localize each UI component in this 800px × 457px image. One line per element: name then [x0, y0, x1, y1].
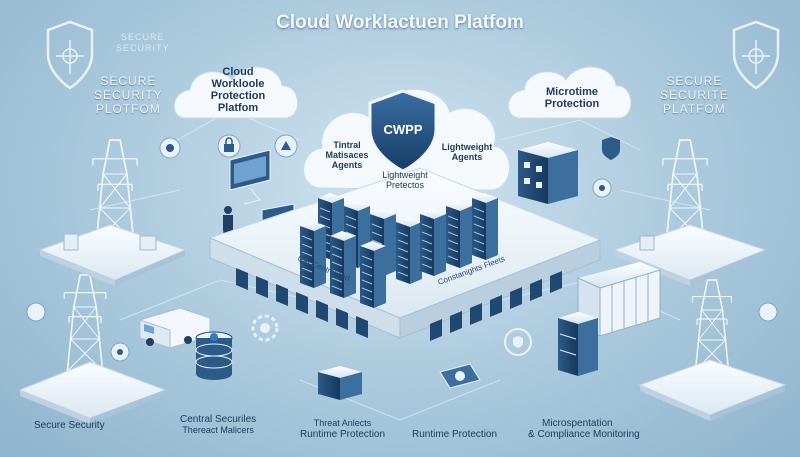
truck-icon: [139, 307, 211, 349]
center-cloud-left-line: Tintral: [333, 140, 361, 150]
center-cloud-left-label: Tintral Matisaces Agents: [318, 140, 376, 170]
right-cloud: [508, 66, 632, 119]
center-cloud-right-label: Lightweight Agents: [432, 142, 502, 162]
server-rack: [360, 241, 386, 308]
server-rack-icon: [518, 142, 578, 204]
bottom-label-central-line: Central Securiles: [180, 414, 257, 425]
bottom-label-micro-line: & Compliance Monitoring: [528, 429, 640, 440]
server-rack: [420, 209, 446, 276]
bottom-label-central: Central Securiles Thereact Malicers: [180, 414, 256, 436]
shield-icon: [732, 20, 780, 90]
cwpp-shield-icon: [368, 89, 438, 173]
shield-small-icon: [504, 328, 532, 356]
bottom-right-platform: [638, 359, 787, 421]
server-rack: [446, 201, 472, 268]
right-side-label-line: SECURITE: [660, 88, 729, 102]
right-cloud-label: Microtime Protection: [530, 86, 614, 110]
top-left-label: SECURE SECURITY: [116, 32, 170, 54]
shield-small-icon: [602, 137, 620, 160]
left-side-label-line: PLOTFOM: [95, 102, 161, 116]
left-side-label-line: SECURITY: [94, 88, 163, 102]
left-cloud: [173, 66, 299, 119]
bottom-label-micro-line: Microspentation: [542, 418, 613, 429]
gear-icon: [251, 314, 279, 342]
bottom-label-runtime: Runtime Protection: [412, 429, 498, 440]
bug-icon: [159, 137, 181, 159]
gear-icon: [592, 178, 612, 198]
bottom-label-threat: Threat Anlects Runtime Protection: [300, 418, 385, 440]
center-cloud-bottom-label: Lightweight Pretectos: [370, 170, 440, 190]
right-side-label-line: SECURE: [666, 74, 723, 88]
server-rack-icon: [318, 366, 362, 400]
server-rack: [300, 221, 326, 288]
left-side-label-line: SECURE: [100, 74, 157, 88]
center-cloud-bottom-line: Pretectos: [385, 180, 425, 190]
center-cloud-left-line: Matisaces: [325, 150, 369, 160]
right-cloud-label-line: Protection: [544, 98, 600, 110]
lightbulb-icon: [110, 342, 130, 362]
left-cloud-label-line: Cloud: [222, 66, 254, 78]
center-cloud-right-line: Agents: [451, 152, 483, 162]
server-racks: [300, 193, 498, 308]
right-cloud-label-line: Microtime: [546, 86, 598, 98]
lock-icon: [26, 302, 46, 322]
bottom-label-threat-line: Threat Anlects: [313, 418, 372, 428]
top-left-label-line: SECURITY: [116, 43, 170, 53]
server-rack: [396, 217, 422, 284]
bottom-label-central-line: Thereact Malicers: [182, 425, 254, 435]
left-cloud-label-line: Workloole: [211, 78, 265, 90]
server-rack: [472, 193, 498, 260]
cwpp-badge-label: CWPP: [383, 122, 423, 137]
server-rack: [330, 231, 356, 298]
center-cloud-bottom-line: Lightweight: [382, 170, 428, 180]
right-side-label: SECURE SECURITE PLATFOM: [660, 74, 729, 116]
left-side-label: SECURE SECURITY PLOTFOM: [94, 74, 163, 116]
monitor-icon: [229, 149, 271, 205]
left-cloud-label-line: Protection: [210, 90, 266, 102]
database-icon: [195, 331, 233, 380]
bottom-left-platform: [18, 361, 167, 424]
lock-icon: [217, 134, 241, 158]
bug-icon: [439, 363, 481, 389]
top-left-label-line: SECURE: [121, 32, 165, 42]
bottom-label-secure-security: Secure Security: [34, 420, 105, 431]
shield-icon: [46, 20, 94, 90]
left-platform: [38, 224, 187, 286]
left-cloud-label: Cloud Workloole Protection Platfom: [196, 66, 280, 114]
center-cloud-right-line: Lightweight: [441, 142, 493, 152]
lock-icon: [758, 302, 778, 322]
left-cloud-label-line: Platfom: [217, 102, 259, 114]
server-rack-icon: [558, 312, 598, 376]
page-title: Cloud Worklactuen Platfom: [276, 12, 524, 33]
right-side-label-line: PLATFOM: [662, 102, 726, 116]
bottom-label-threat-line: Runtime Protection: [300, 429, 386, 440]
center-cloud-left-line: Agents: [331, 160, 363, 170]
gear-icon: [274, 134, 298, 158]
bottom-label-micro: Microspentation & Compliance Monitoring: [528, 418, 640, 440]
